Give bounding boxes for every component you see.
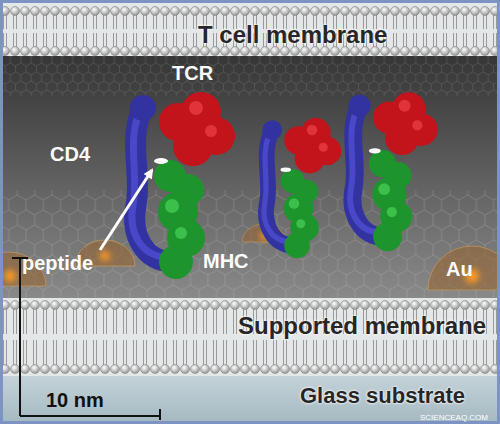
band-label: Glass substrate (300, 383, 465, 408)
membrane-band: T cell membrane (0, 4, 500, 56)
floor-lattice (0, 190, 500, 300)
scale-bar-vertical (19, 258, 21, 416)
supported-bilayer (0, 300, 500, 374)
band-label: T cell membrane (198, 21, 387, 49)
gold-glow (4, 270, 16, 282)
peptide-pointer (100, 170, 152, 250)
gold-dome (428, 246, 500, 290)
protein-label: TCR (172, 62, 213, 85)
particle-label: Au (446, 258, 473, 281)
cleft-space (0, 56, 500, 300)
band-label: Supported membrane (238, 312, 486, 340)
supported-bilayer-ground (0, 298, 500, 376)
protein-complex (349, 92, 438, 251)
scale-label: 10 nm (46, 389, 104, 412)
protein-label: MHC (203, 250, 249, 273)
watermark: SCIENCEAQ.COM (420, 413, 488, 422)
ceiling-lattice (0, 56, 500, 96)
t-cell-bilayer-ground (0, 4, 500, 56)
scale-bar (12, 258, 160, 420)
scale-bar-horizontal (20, 415, 160, 417)
protein-complex (263, 118, 342, 258)
glass-ground (0, 376, 500, 424)
gold-glow (100, 251, 110, 261)
t-cell-bilayer (0, 6, 500, 56)
membrane-band: Supported membrane (0, 298, 500, 376)
scale-bar-tick (159, 409, 161, 420)
protein-label: CD4 (50, 143, 90, 166)
peptide-label: peptide (22, 252, 93, 275)
gold-particles (0, 224, 500, 290)
